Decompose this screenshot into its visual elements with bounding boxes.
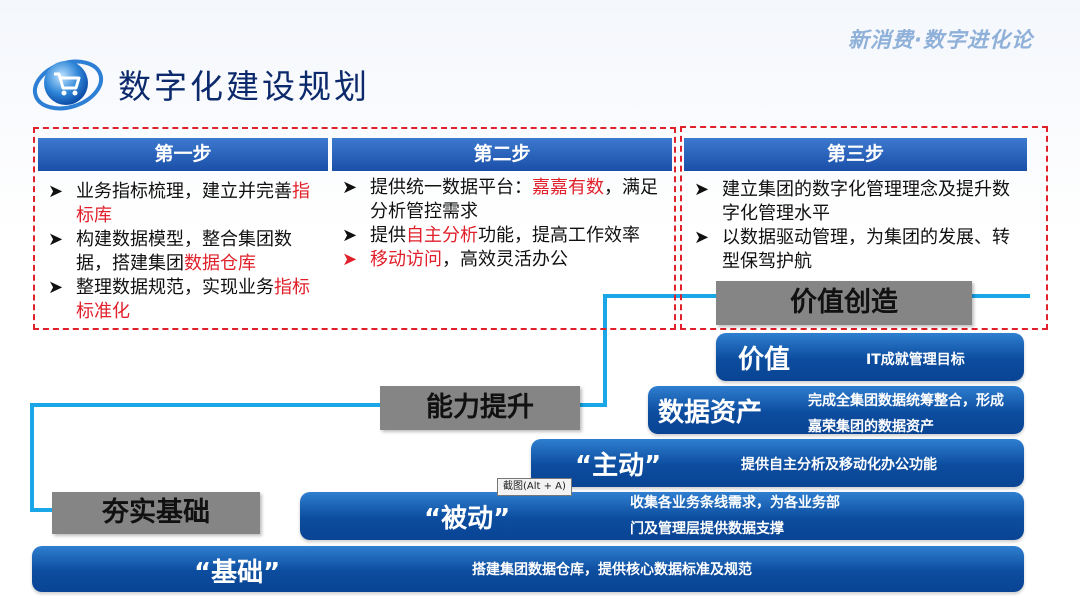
band-value: 价值 IT成就管理目标 bbox=[716, 333, 1024, 381]
step-1-header: 第一步 bbox=[38, 138, 328, 171]
screenshot-tooltip: 截图(Alt + A) bbox=[497, 478, 572, 496]
step-2-item: ➤ 提供自主分析功能，提高工作效率 bbox=[332, 224, 668, 248]
item-text: ，高效灵活办公 bbox=[442, 249, 568, 270]
step-1-list: ➤业务指标梳理，建立并完善指标库➤构建数据模型，整合集团数据，搭建集团数据仓库➤… bbox=[38, 180, 318, 324]
cart-globe-icon bbox=[32, 59, 104, 111]
stage-value-creation: 价值创造 bbox=[716, 281, 972, 325]
item-text: 提供统一数据平台： bbox=[370, 177, 532, 198]
band-data-assets: 数据资产 完成全集团数据统筹整合，形成 嘉荣集团的数据资产 bbox=[648, 386, 1024, 435]
item-text: 建立集团的数字化管理理念及提升数字化管理水平 bbox=[722, 179, 1010, 224]
bullet-arrow-icon: ➤ bbox=[694, 227, 710, 248]
bullet-arrow-icon: ➤ bbox=[694, 179, 710, 200]
step-1-item: ➤ 构建数据模型，整合集团数据，搭建集团数据仓库 bbox=[38, 228, 318, 276]
band-passive-desc-2: 门及管理层提供数据支撑 bbox=[630, 521, 784, 537]
step-3-list: ➤ 建立集团的数字化管理理念及提升数字化管理水平 ➤ 以数据驱动管理，为集团的发展、转… bbox=[684, 178, 1026, 274]
step-1-items: ➤业务指标梳理，建立并完善指标库➤构建数据模型，整合集团数据，搭建集团数据仓库➤… bbox=[38, 180, 318, 324]
stage-capability: 能力提升 bbox=[380, 386, 580, 430]
step-3-item: ➤ 以数据驱动管理，为集团的发展、转型保驾护航 bbox=[684, 226, 1026, 274]
band-active: “主动” 提供自主分析及移动化办公功能 bbox=[531, 439, 1024, 487]
highlight-text: 数据仓库 bbox=[184, 253, 256, 274]
bullet-arrow-icon: ➤ bbox=[48, 229, 64, 250]
band-passive-desc-1: 收集各业务条线需求，为各业务部 bbox=[630, 495, 840, 511]
item-text: 整理数据规范，实现业务 bbox=[76, 277, 274, 298]
highlight-text: 指标标准化 bbox=[76, 277, 310, 322]
band-foundation-name: “基础” bbox=[194, 558, 281, 588]
item-text: 提供 bbox=[370, 225, 406, 246]
step-2-item: ➤ 移动访问，高效灵活办公 bbox=[332, 248, 668, 272]
step-2-list: ➤提供统一数据平台：嘉嘉有数，满足分析管控需求➤提供自主分析功能，提高工作效率➤… bbox=[332, 176, 668, 272]
step-3-header: 第三步 bbox=[684, 138, 1027, 171]
band-foundation-desc: 搭建集团数据仓库，提供核心数据标准及规范 bbox=[472, 562, 752, 578]
band-data-assets-desc-2: 嘉荣集团的数据资产 bbox=[808, 419, 934, 435]
step-2-item: ➤ 提供统一数据平台：嘉嘉有数，满足分析管控需求 bbox=[332, 176, 668, 224]
band-passive-name: “被动” bbox=[424, 504, 511, 534]
bullet-arrow-icon: ➤ bbox=[48, 181, 64, 202]
steps-1-2-frame bbox=[33, 127, 676, 330]
step-3-item: ➤ 建立集团的数字化管理理念及提升数字化管理水平 bbox=[684, 178, 1026, 226]
highlight-text: 移动访问 bbox=[370, 249, 442, 270]
bullet-arrow-icon: ➤ bbox=[48, 277, 64, 298]
band-active-name: “主动” bbox=[575, 451, 662, 481]
page-title: 数字化建设规划 bbox=[118, 67, 370, 106]
stage-foundation: 夯实基础 bbox=[52, 492, 260, 534]
band-data-assets-name: 数据资产 bbox=[658, 398, 763, 428]
step-2-items: ➤提供统一数据平台：嘉嘉有数，满足分析管控需求➤提供自主分析功能，提高工作效率➤… bbox=[332, 176, 668, 272]
step-2-header: 第二步 bbox=[332, 138, 672, 171]
band-foundation: “基础” 搭建集团数据仓库，提供核心数据标准及规范 bbox=[32, 546, 1024, 592]
step-3-frame bbox=[680, 126, 1048, 330]
step-1-item: ➤ 业务指标梳理，建立并完善指标库 bbox=[38, 180, 318, 228]
item-text: 以数据驱动管理，为集团的发展、转型保驾护航 bbox=[722, 227, 1010, 272]
band-value-name: 价值 bbox=[738, 345, 791, 375]
bullet-arrow-icon: ➤ bbox=[342, 249, 358, 270]
bullet-arrow-icon: ➤ bbox=[342, 225, 358, 246]
highlight-text: 嘉嘉有数 bbox=[532, 177, 604, 198]
step-3-items: ➤ 建立集团的数字化管理理念及提升数字化管理水平 ➤ 以数据驱动管理，为集团的发展、转… bbox=[684, 178, 1026, 274]
band-value-desc: IT成就管理目标 bbox=[866, 352, 965, 368]
item-text: 构建数据模型，整合集团数据，搭建集团 bbox=[76, 229, 292, 274]
highlight-text: 自主分析 bbox=[406, 225, 478, 246]
band-data-assets-desc-1: 完成全集团数据统筹整合，形成 bbox=[808, 393, 1004, 409]
band-active-desc: 提供自主分析及移动化办公功能 bbox=[741, 457, 937, 473]
item-text: 业务指标梳理，建立并完善 bbox=[76, 181, 292, 202]
band-passive: “被动” 收集各业务条线需求，为各业务部 门及管理层提供数据支撑 bbox=[300, 492, 1024, 540]
brand-logo-text: 新消费·数字进化论 bbox=[848, 28, 1033, 52]
item-text: 功能，提高工作效率 bbox=[478, 225, 640, 246]
bullet-arrow-icon: ➤ bbox=[342, 177, 358, 198]
highlight-text: 指标库 bbox=[76, 181, 310, 226]
item-text: ，满足分析管控需求 bbox=[370, 177, 658, 222]
step-1-item: ➤ 整理数据规范，实现业务指标标准化 bbox=[38, 276, 318, 324]
